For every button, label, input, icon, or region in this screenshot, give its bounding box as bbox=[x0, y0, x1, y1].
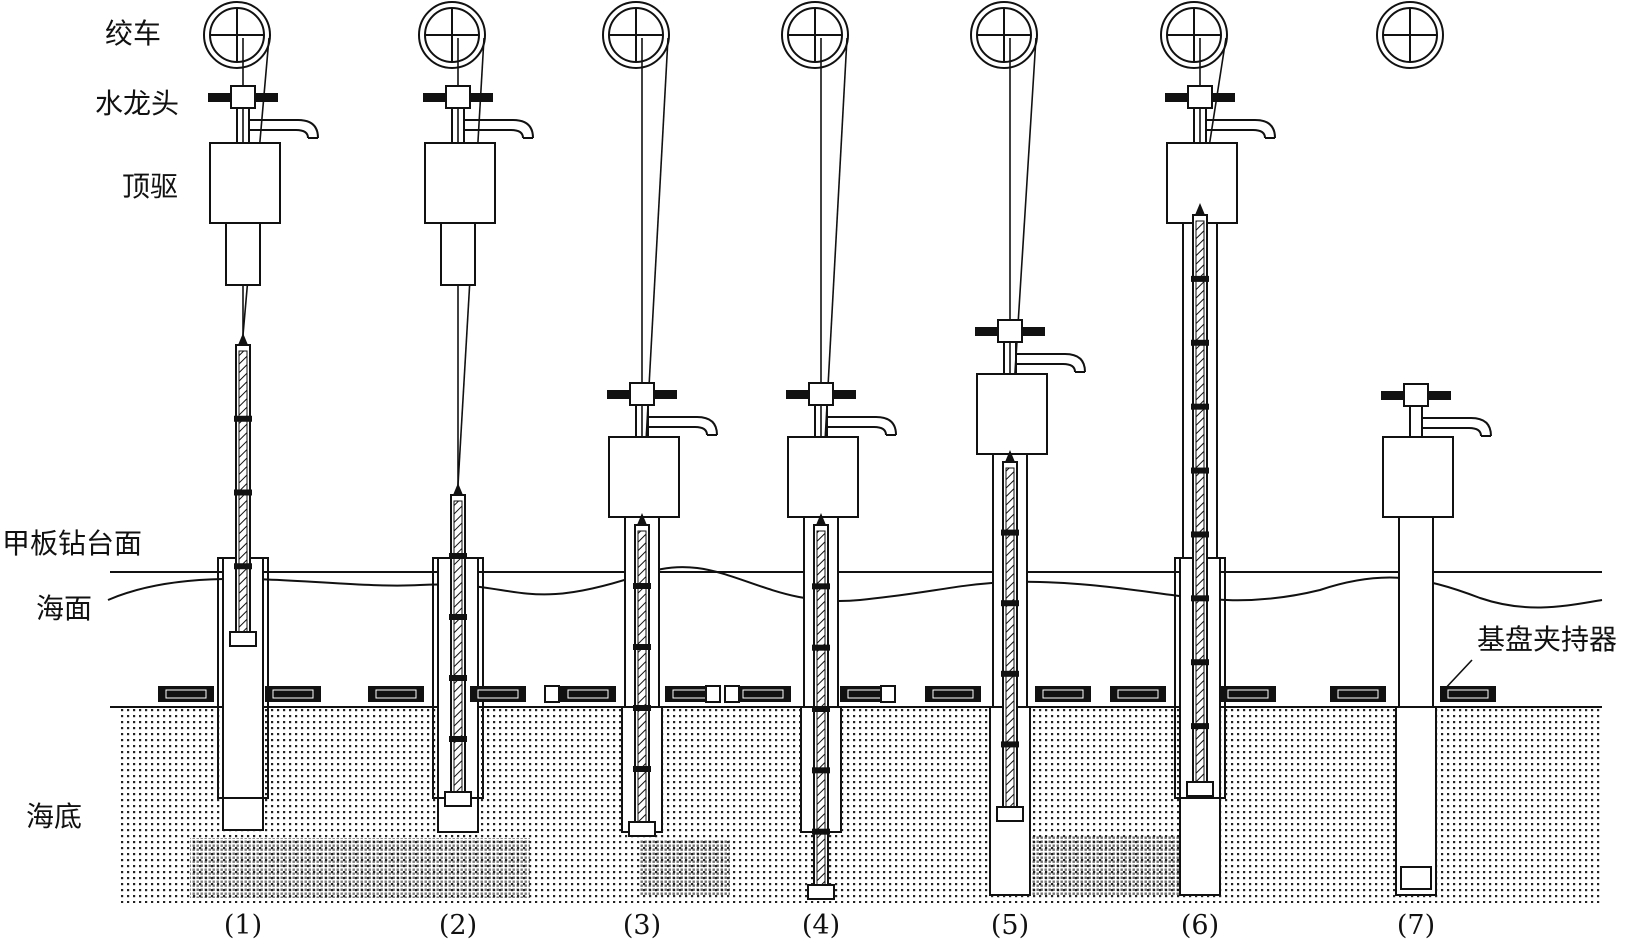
winch-icon bbox=[970, 1, 1038, 69]
core-barrel-tool bbox=[444, 483, 472, 807]
base-clamps bbox=[158, 685, 1496, 703]
label-base-clamp: 基盘夹持器 bbox=[1477, 623, 1618, 656]
winch-icon bbox=[418, 1, 486, 69]
winch-icon bbox=[1160, 1, 1228, 69]
swivel-icon bbox=[208, 85, 319, 143]
wireline bbox=[820, 37, 848, 516]
step-label-7: (7) bbox=[1396, 910, 1436, 941]
core-barrel-tool bbox=[807, 513, 835, 900]
base-clamp-5 bbox=[560, 686, 616, 702]
base-clamp-11 bbox=[1110, 686, 1166, 702]
seabed-ground bbox=[110, 706, 1602, 903]
winch-icon bbox=[203, 1, 271, 69]
rig-3 bbox=[602, 1, 718, 837]
top-drive-box bbox=[424, 142, 496, 224]
swivel-icon bbox=[975, 319, 1086, 377]
rig-5 bbox=[970, 1, 1086, 896]
drill-bit bbox=[1400, 866, 1432, 890]
clamp-bar-1 bbox=[544, 685, 721, 703]
base-clamp-7 bbox=[735, 686, 791, 702]
drill-pipe bbox=[440, 222, 476, 286]
swivel-icon bbox=[423, 85, 534, 143]
step-label-5: (5) bbox=[990, 910, 1030, 941]
base-clamp-2 bbox=[265, 686, 321, 702]
base-clamp-13 bbox=[1330, 686, 1386, 702]
base-clamp-9 bbox=[925, 686, 981, 702]
step-label-4: (4) bbox=[801, 910, 841, 941]
step-label-6: (6) bbox=[1180, 910, 1220, 941]
base-clamp-1 bbox=[158, 686, 214, 702]
clamp-bar-2 bbox=[724, 685, 896, 703]
top-drive-box bbox=[209, 142, 281, 224]
label-top-drive: 顶驱 bbox=[122, 170, 179, 203]
top-drive-box bbox=[787, 436, 859, 518]
label-drill-floor: 甲板钻台面 bbox=[2, 527, 143, 560]
base-clamp-10 bbox=[1035, 686, 1091, 702]
swivel-icon bbox=[607, 382, 718, 440]
top-drive-box bbox=[1382, 436, 1454, 518]
step-label-1: (1) bbox=[223, 910, 263, 941]
core-barrel-tool bbox=[1186, 203, 1214, 797]
base-clamp-3 bbox=[368, 686, 424, 702]
step-label-3: (3) bbox=[622, 910, 662, 941]
winch-icon bbox=[602, 1, 670, 69]
rig-6 bbox=[1160, 1, 1276, 896]
wireline bbox=[641, 37, 669, 516]
core-barrel-tool bbox=[996, 450, 1024, 822]
borehole-casing bbox=[1395, 706, 1437, 896]
rig-4 bbox=[781, 1, 897, 900]
swivel-icon bbox=[1381, 383, 1492, 441]
winch-icon bbox=[781, 1, 849, 69]
label-winch: 绞车 bbox=[105, 17, 162, 50]
step-label-2: (2) bbox=[438, 910, 478, 941]
rigs bbox=[203, 1, 1492, 900]
drill-pipe bbox=[225, 222, 261, 286]
core-barrel-tool bbox=[229, 333, 257, 647]
top-drive-box bbox=[608, 436, 680, 518]
base-clamp-14 bbox=[1440, 686, 1496, 702]
swivel-icon bbox=[786, 382, 897, 440]
core-barrel-tool bbox=[628, 513, 656, 837]
label-seabed: 海底 bbox=[26, 800, 83, 833]
rig-1 bbox=[203, 1, 319, 831]
base-clamp-4 bbox=[470, 686, 526, 702]
swivel-icon bbox=[1165, 85, 1276, 143]
label-swivel: 水龙头 bbox=[95, 87, 180, 120]
base-clamp-12 bbox=[1220, 686, 1276, 702]
winch-icon bbox=[1376, 1, 1444, 69]
rig-7 bbox=[1376, 1, 1492, 896]
top-drive-box bbox=[976, 373, 1048, 455]
sea-surface-wave bbox=[107, 566, 1603, 609]
label-sea-surface: 海面 bbox=[36, 592, 93, 625]
base-clamp-leader bbox=[1441, 659, 1473, 693]
